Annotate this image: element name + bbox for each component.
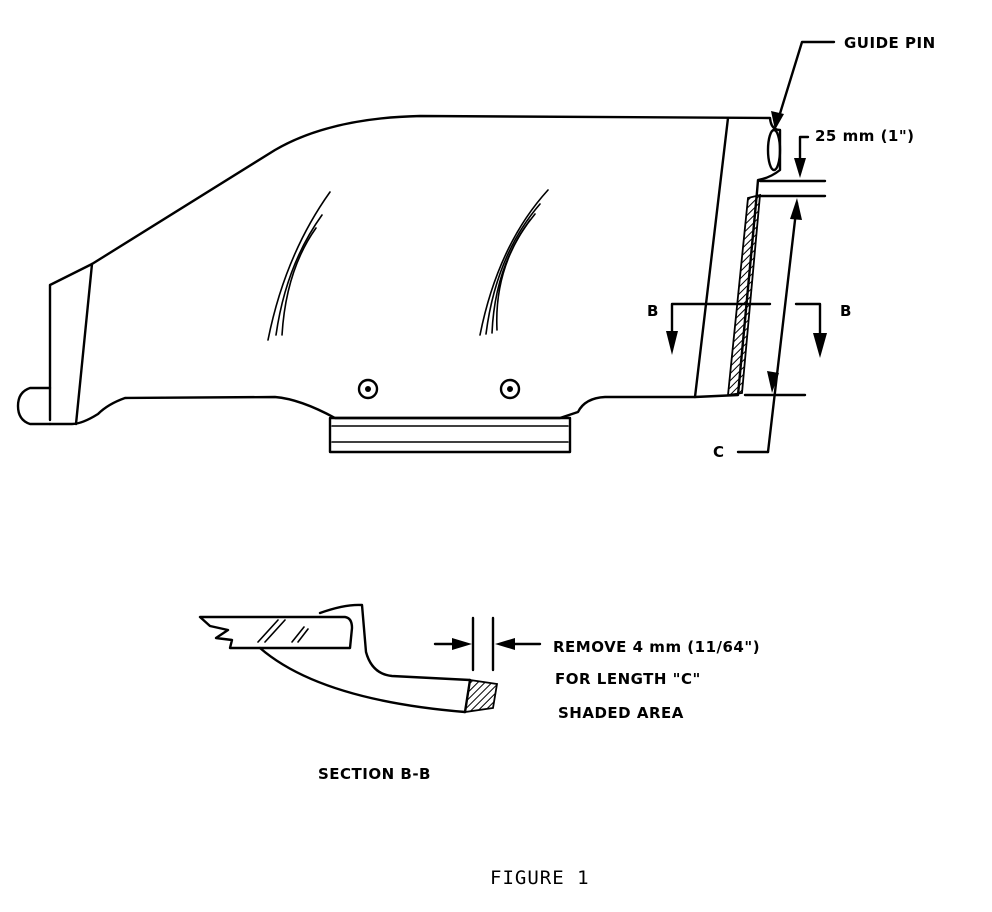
label-section-b-left: B [647, 302, 659, 320]
dimension-length-c [736, 198, 807, 454]
label-remove: REMOVE 4 mm (11/64") [553, 638, 760, 656]
section-detail [198, 603, 499, 714]
dimension-25mm [758, 135, 827, 198]
glass-reflection-right [479, 189, 549, 336]
figure-caption: FIGURE 1 [490, 867, 590, 889]
shaded-removal-strip [726, 193, 762, 397]
guide-pin-leader [771, 40, 836, 130]
label-section-b-right: B [840, 302, 852, 320]
label-length-c: C [713, 443, 725, 461]
section-shaded-area [463, 678, 499, 714]
label-guide-pin: GUIDE PIN [844, 34, 936, 52]
section-cut-line [666, 302, 827, 358]
bottom-channel [328, 416, 572, 454]
glass-reflection-left [267, 191, 331, 341]
label-25mm: 25 mm (1") [815, 127, 915, 145]
dimension-4mm [433, 616, 542, 672]
guide-pin-shape [766, 128, 782, 172]
label-shaded-area: SHADED AREA [558, 704, 684, 722]
label-for-length: FOR LENGTH "C" [555, 670, 701, 688]
glass-panel [16, 114, 782, 426]
bolt-right [499, 378, 521, 400]
label-section-title: SECTION B-B [318, 765, 431, 783]
bolt-left [357, 378, 379, 400]
